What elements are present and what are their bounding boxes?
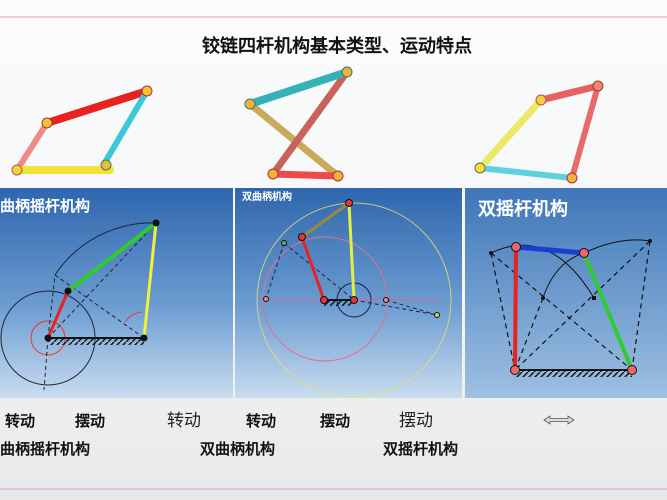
panel-double-rocker: 双摇杆机构 bbox=[465, 188, 667, 398]
double-crank-3d-linkage bbox=[244, 66, 353, 182]
mechanism-labels: 曲柄摇杆机构 双曲柄机构 双摇杆机构 bbox=[0, 440, 458, 458]
slide-title: 铰链四杆机构基本类型、运动特点 bbox=[202, 35, 472, 57]
mechanism-label: 双曲柄机构 bbox=[200, 440, 275, 458]
mechanism-label: 曲柄摇杆机构 bbox=[0, 440, 90, 458]
panel-title: 曲柄摇杆机构 bbox=[0, 197, 90, 215]
motion-label: 转动 bbox=[167, 411, 201, 431]
mechanism-label: 双摇杆机构 bbox=[383, 440, 458, 458]
panel-title: 双曲柄机构 bbox=[242, 190, 292, 203]
motion-label: 摆动 bbox=[320, 412, 350, 430]
panel-title: 双摇杆机构 bbox=[478, 198, 568, 220]
motion-label: 转动 bbox=[246, 412, 276, 430]
motion-labels: 转动 摆动 转动 转动 摆动 摆动 bbox=[5, 411, 575, 431]
motion-label: 转动 bbox=[5, 412, 35, 430]
crank-rocker-3d-linkage bbox=[11, 85, 153, 176]
motion-label: 摆动 bbox=[399, 411, 433, 431]
double-arrow-icon bbox=[543, 415, 575, 425]
motion-label: 摆动 bbox=[75, 412, 105, 430]
panel-crank-rocker: 曲柄摇杆机构 bbox=[0, 188, 233, 398]
double-rocker-3d-linkage bbox=[474, 80, 604, 184]
panel-double-crank: 双曲柄机构 bbox=[235, 188, 462, 398]
